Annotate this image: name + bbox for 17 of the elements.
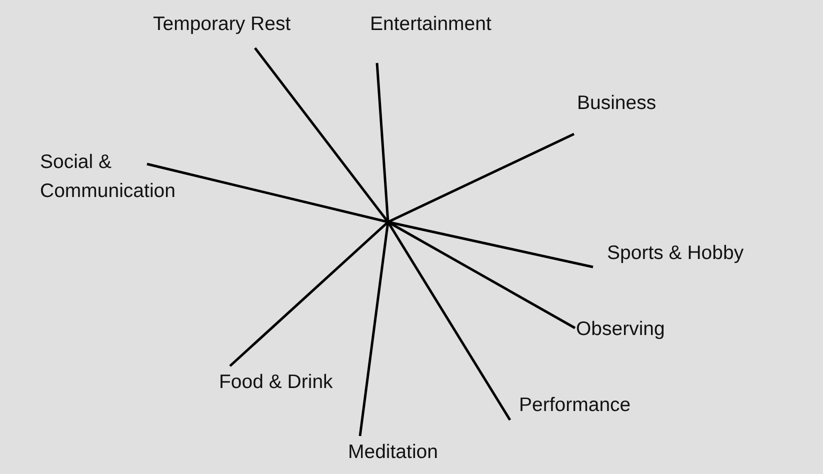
category-label: Meditation [348,441,438,463]
category-label: Business [577,92,656,114]
category-label: Entertainment [370,13,492,35]
category-label: Social & Communication [40,151,176,202]
category-label: Food & Drink [219,371,333,393]
category-label: Temporary Rest [153,13,291,35]
radial-line [376,62,390,222]
radial-line [386,221,512,421]
radial-line [387,132,575,224]
radial-line [254,47,389,223]
radial-line [146,162,388,224]
category-label: Sports & Hobby [607,242,744,264]
radial-line [388,220,594,268]
category-label: Performance [519,394,631,416]
category-label: Observing [576,318,665,340]
radial-line [229,221,389,367]
radial-line [358,222,390,436]
